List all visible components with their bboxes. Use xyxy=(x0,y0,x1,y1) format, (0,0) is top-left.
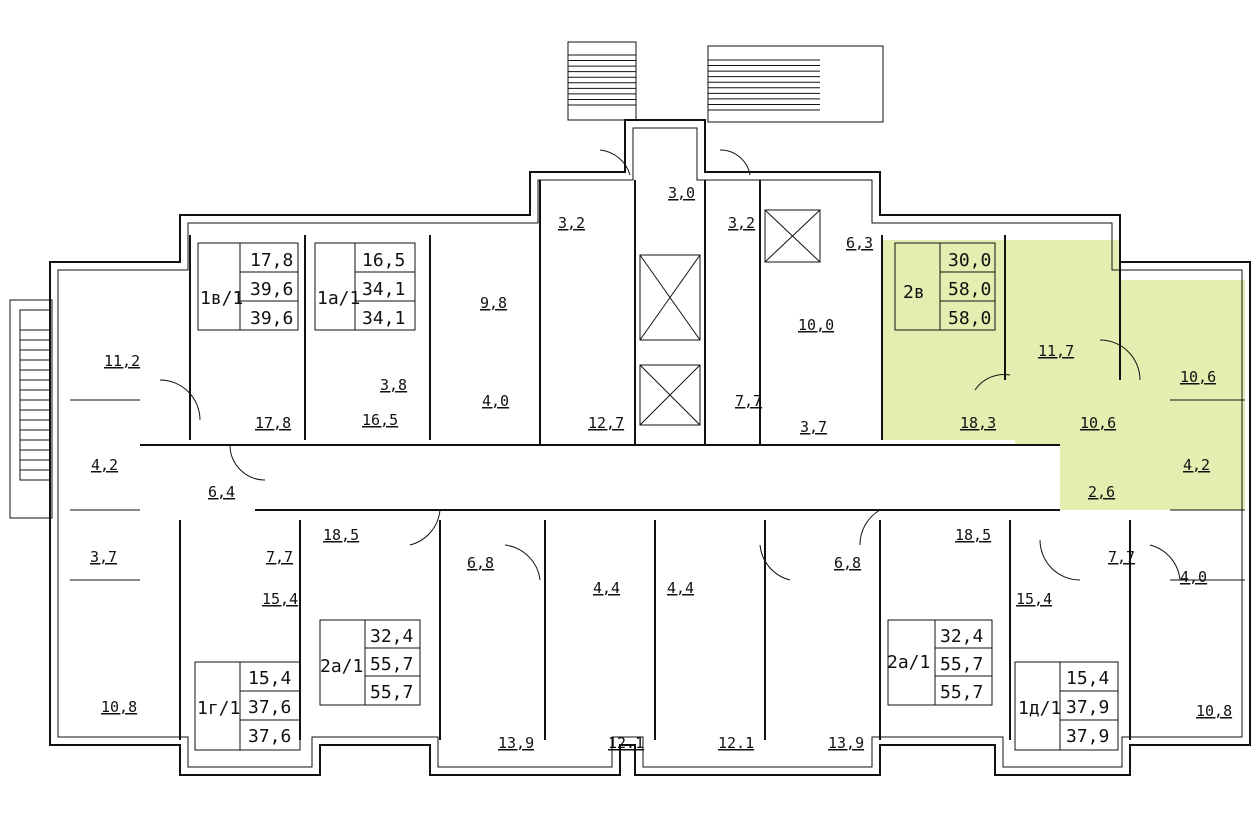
room-area-label: 18,5 xyxy=(955,526,991,544)
room-area-label: 7,7 xyxy=(1108,548,1135,566)
apartment-name: 1г/1 xyxy=(197,698,240,719)
room-area-label: 4,4 xyxy=(593,579,620,597)
room-area-label: 3,7 xyxy=(800,418,827,436)
apartment-v2: 58,0 xyxy=(948,279,991,300)
room-area-label: 2,6 xyxy=(1088,483,1115,501)
apartment-v1: 15,4 xyxy=(248,668,291,689)
room-area-label: 6,8 xyxy=(834,554,861,572)
room-area-label: 7,7 xyxy=(735,392,762,410)
apartment-v1: 32,4 xyxy=(940,626,983,647)
apartment-v3: 55,7 xyxy=(940,682,983,703)
room-area-label: 3,7 xyxy=(90,548,117,566)
room-area-label: 13,9 xyxy=(498,734,534,752)
room-labels: 11,2 4,2 6,4 17,8 16,5 3,8 9,8 4,0 3,2 3,0 3,2 12,7… xyxy=(90,184,1232,752)
staircase-left-exterior xyxy=(9,299,53,519)
staircase-top-right xyxy=(707,45,884,123)
room-area-label: 18,5 xyxy=(323,526,359,544)
room-area-label: 11,2 xyxy=(104,352,140,370)
apartment-v1: 30,0 xyxy=(948,250,991,271)
apartment-v2: 37,6 xyxy=(248,697,291,718)
apartment-v3: 37,6 xyxy=(248,726,291,747)
apartment-name: 2а/1 xyxy=(887,652,930,673)
apartment-v3: 39,6 xyxy=(250,308,293,329)
apartment-name: 1в/1 xyxy=(200,288,243,309)
room-area-label: 6,3 xyxy=(846,234,873,252)
room-area-label: 11,7 xyxy=(1038,342,1074,360)
room-area-label: 12.1 xyxy=(718,734,754,752)
room-area-label: 10,6 xyxy=(1080,414,1116,432)
apartment-v1: 32,4 xyxy=(370,626,413,647)
apartment-name: 1а/1 xyxy=(317,288,360,309)
room-area-label: 4,4 xyxy=(667,579,694,597)
apartment-v2: 34,1 xyxy=(362,279,405,300)
door-swings xyxy=(159,149,1181,581)
room-area-label: 7,7 xyxy=(266,548,293,566)
apartment-v2: 55,7 xyxy=(370,654,413,675)
room-area-label: 3,2 xyxy=(558,214,585,232)
room-area-label: 12,7 xyxy=(588,414,624,432)
room-area-label: 4,2 xyxy=(91,456,118,474)
room-area-label: 15,4 xyxy=(262,590,298,608)
apartment-v2: 37,9 xyxy=(1066,697,1109,718)
room-area-label: 3,2 xyxy=(728,214,755,232)
apartment-v3: 58,0 xyxy=(948,308,991,329)
room-area-label: 13,9 xyxy=(828,734,864,752)
room-area-label: 4,2 xyxy=(1183,456,1210,474)
room-area-label: 9,8 xyxy=(480,294,507,312)
apartment-v3: 55,7 xyxy=(370,682,413,703)
room-area-label: 12.1 xyxy=(608,734,644,752)
outer-walls xyxy=(49,119,1251,776)
apartment-v1: 16,5 xyxy=(362,250,405,271)
staircase-top-left xyxy=(567,41,637,121)
apartment-v1: 17,8 xyxy=(250,250,293,271)
apartment-v3: 37,9 xyxy=(1066,726,1109,747)
apartment-v3: 34,1 xyxy=(362,308,405,329)
corridor xyxy=(140,444,1060,511)
room-area-label: 4,0 xyxy=(482,392,509,410)
room-area-label: 3,0 xyxy=(668,184,695,202)
apartment-v2: 55,7 xyxy=(940,654,983,675)
room-area-label: 16,5 xyxy=(362,411,398,429)
room-area-label: 10,8 xyxy=(1196,702,1232,720)
room-area-label: 3,8 xyxy=(380,376,407,394)
room-area-label: 6,4 xyxy=(208,483,235,501)
highlighted-apartment-2v xyxy=(882,240,1245,510)
room-area-label: 6,8 xyxy=(467,554,494,572)
apartment-name: 2в xyxy=(903,282,925,303)
interior-walls xyxy=(70,180,1245,751)
room-area-label: 4,0 xyxy=(1180,568,1207,586)
room-area-label: 15,4 xyxy=(1016,590,1052,608)
apartment-name: 1д/1 xyxy=(1018,698,1061,719)
apartment-name: 2а/1 xyxy=(320,656,363,677)
apartment-v2: 39,6 xyxy=(250,279,293,300)
room-area-label: 10,8 xyxy=(101,698,137,716)
room-area-label: 17,8 xyxy=(255,414,291,432)
room-area-label: 10,6 xyxy=(1180,368,1216,386)
apartment-labels: 1в/117,839,639,61а/116,534,134,12в30,058… xyxy=(197,250,1109,747)
room-area-label: 10,0 xyxy=(798,316,834,334)
apartment-v1: 15,4 xyxy=(1066,668,1109,689)
room-area-label: 18,3 xyxy=(960,414,996,432)
